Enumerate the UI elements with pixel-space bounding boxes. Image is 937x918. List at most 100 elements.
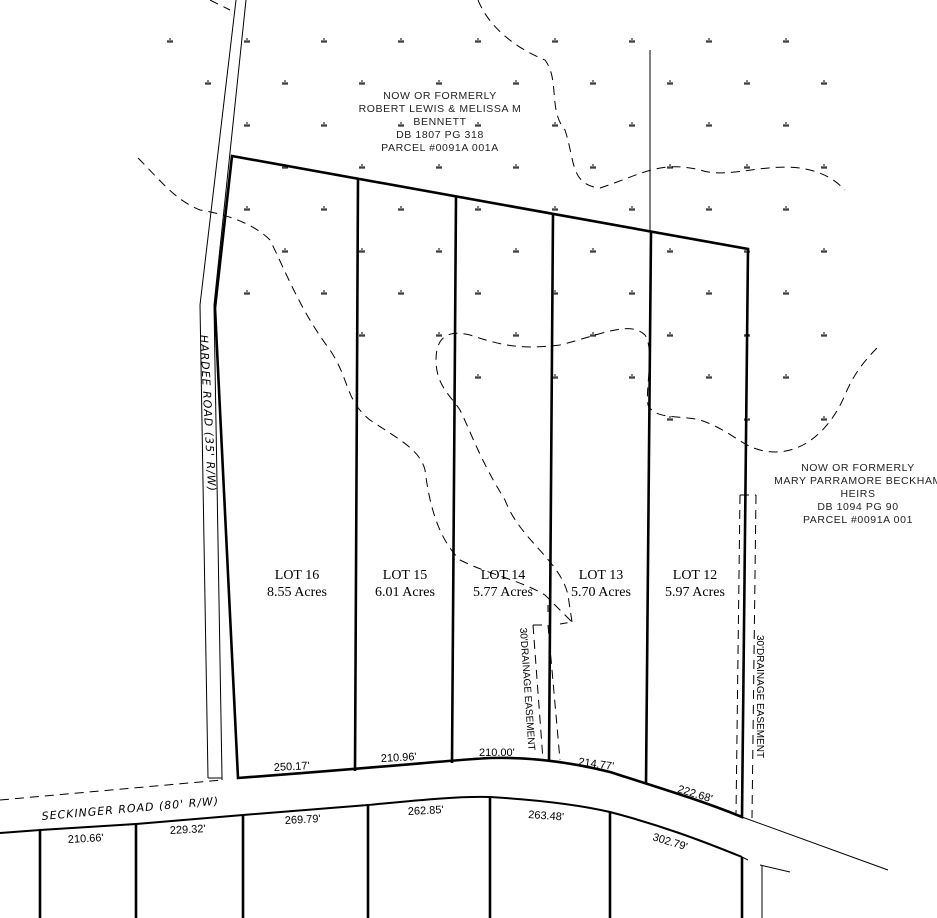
tree-icon (667, 332, 673, 337)
tree-symbols (167, 38, 827, 421)
owner-east: NOW OR FORMERLY MARY PARRAMORE BECKHAM H… (774, 462, 937, 526)
tree-icon (552, 38, 558, 43)
owner-line: MARY PARRAMORE BECKHAM (774, 475, 937, 487)
tree-icon (436, 332, 442, 337)
tree-icon (205, 80, 211, 85)
seckinger-road (0, 778, 889, 918)
lot-boundaries (213, 154, 750, 819)
tree-icon (244, 38, 250, 43)
tree-icon (513, 248, 519, 253)
owner-north: NOW OR FORMERLY ROBERT LEWIS & MELISSA M… (359, 90, 522, 154)
tree-icon (552, 206, 558, 211)
tree-icon (590, 80, 596, 85)
tree-icon (321, 38, 327, 43)
owner-line: ROBERT LEWIS & MELISSA M (359, 103, 522, 115)
tree-icon (398, 38, 404, 43)
owner-line: DB 1807 PG 318 (396, 129, 484, 141)
tree-icon (667, 416, 673, 421)
tree-icon (821, 80, 827, 85)
tree-icon (436, 164, 442, 169)
tree-lines (137, 0, 881, 625)
owner-line: PARCEL #0091A 001A (381, 142, 499, 154)
tree-icon (783, 38, 789, 43)
lot-12-name: LOT 12 (673, 568, 717, 583)
owner-line: DB 1094 PG 90 (817, 501, 898, 513)
dimension-label: 222.68' (676, 783, 714, 805)
tree-icon (629, 38, 635, 43)
tree-icon (552, 122, 558, 127)
tree-icon (475, 206, 481, 211)
tree-icon (783, 122, 789, 127)
tree-icon (667, 164, 673, 169)
tree-icon (475, 122, 481, 127)
owner-line: BENNETT (413, 116, 466, 128)
tree-icon (436, 248, 442, 253)
tree-icon (513, 164, 519, 169)
tree-icon (167, 38, 173, 43)
tree-icon (821, 332, 827, 337)
easement-label: 30'DRAINAGE EASEMENT (517, 627, 537, 751)
tree-icon (667, 248, 673, 253)
lot-14-name: LOT 14 (481, 568, 525, 583)
tree-icon (667, 80, 673, 85)
tree-icon (282, 248, 288, 253)
lot-15-area: 6.01 Acres (375, 585, 435, 600)
lot-15-name: LOT 15 (383, 568, 427, 583)
tree-icon (321, 206, 327, 211)
tree-icon (706, 290, 712, 295)
tree-icon (321, 290, 327, 295)
tree-icon (359, 248, 365, 253)
tree-icon (629, 206, 635, 211)
dimension-label: 210.00' (479, 747, 515, 759)
hardee-road (199, 0, 247, 779)
tree-icon (359, 332, 365, 337)
dimension-label: 229.32' (170, 823, 206, 837)
dimension-label: 210.66' (68, 832, 104, 846)
tree-icon (783, 206, 789, 211)
dimension-label: 250.17' (274, 760, 310, 774)
lot-13-area: 5.70 Acres (571, 585, 631, 600)
tree-icon (744, 164, 750, 169)
owner-line: NOW OR FORMERLY (801, 462, 915, 474)
lot-13-name: LOT 13 (579, 568, 623, 583)
tree-icon (475, 290, 481, 295)
lot-12-area: 5.97 Acres (665, 585, 725, 600)
tree-icon (475, 374, 481, 379)
drainage-easements: 30'DRAINAGE EASEMENT 30'DRAINAGE EASEMEN… (517, 494, 765, 819)
tree-icon (398, 122, 404, 127)
dimension-label: 214.77' (578, 756, 615, 773)
tree-icon (706, 122, 712, 127)
lot-14-area: 5.77 Acres (473, 585, 533, 600)
tree-icon (321, 122, 327, 127)
tree-icon (244, 206, 250, 211)
tree-icon (398, 206, 404, 211)
lot-16-name: LOT 16 (275, 568, 319, 583)
owner-line: PARCEL #0091A 001 (803, 514, 913, 526)
tree-icon (552, 374, 558, 379)
lot-16-area: 8.55 Acres (267, 585, 327, 600)
tree-icon (629, 122, 635, 127)
tree-icon (475, 38, 481, 43)
tree-icon (706, 206, 712, 211)
tree-icon (590, 164, 596, 169)
tree-icon (552, 290, 558, 295)
tree-icon (436, 80, 442, 85)
dimension-label: 210.96' (381, 751, 417, 765)
tree-icon (244, 290, 250, 295)
tree-icon (513, 80, 519, 85)
tree-icon (244, 122, 250, 127)
easement-label: 30'DRAINAGE EASEMENT (754, 635, 765, 758)
tree-icon (821, 248, 827, 253)
dimension-label: 263.48' (528, 809, 565, 823)
owner-line: HEIRS (840, 488, 875, 500)
tree-icon (629, 290, 635, 295)
tree-icon (783, 290, 789, 295)
tree-icon (821, 416, 827, 421)
tree-icon (282, 80, 288, 85)
lot-labels: LOT 16 8.55 Acres LOT 15 6.01 Acres LOT … (267, 568, 725, 600)
owner-line: NOW OR FORMERLY (383, 90, 497, 102)
dimension-label: 262.85' (408, 804, 444, 818)
tree-icon (590, 332, 596, 337)
tree-icon (744, 80, 750, 85)
